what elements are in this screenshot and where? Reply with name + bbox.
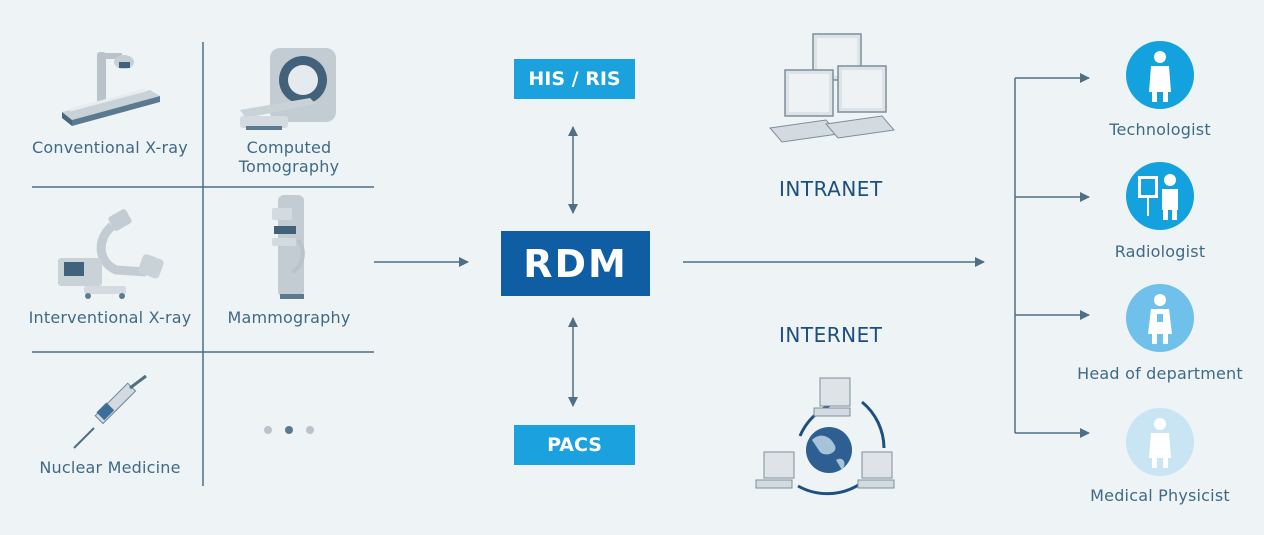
- interventional-xray-label: Interventional X-ray: [28, 308, 192, 327]
- head-of-department-label: Head of department: [1077, 364, 1243, 383]
- computed-tomography-icon: [240, 48, 336, 130]
- radiologist-icon: [1126, 162, 1194, 230]
- pacs-box: PACS: [514, 425, 635, 465]
- his-ris-box: HIS / RIS: [514, 59, 635, 99]
- user-branch-connectors: [1014, 73, 1090, 438]
- medical-physicist-label: Medical Physicist: [1090, 486, 1230, 505]
- conventional-xray-icon: [62, 52, 160, 126]
- interventional-xray-icon: [58, 209, 164, 299]
- computed-tomography-label-line1: Computed: [246, 138, 332, 157]
- medical-physicist-icon: [1126, 408, 1194, 476]
- conventional-xray-label: Conventional X-ray: [32, 138, 188, 157]
- rdm-box: RDM: [501, 231, 650, 296]
- technologist-icon: [1126, 41, 1194, 109]
- radiologist-label: Radiologist: [1114, 242, 1206, 261]
- head-of-department-icon: [1126, 284, 1194, 352]
- intranet-computers-icon: [769, 33, 895, 143]
- mammography-label: Mammography: [227, 308, 351, 327]
- intranet-label: INTRANET: [779, 177, 883, 201]
- internet-network-icon: [755, 377, 895, 496]
- more-modalities-dots: [264, 426, 314, 434]
- syringe-icon: [73, 374, 147, 449]
- modality-grid: [32, 42, 374, 486]
- technologist-label: Technologist: [1109, 120, 1211, 139]
- internet-label: INTERNET: [779, 323, 883, 347]
- nuclear-medicine-label: Nuclear Medicine: [39, 458, 181, 477]
- computed-tomography-label-line2: Tomography: [238, 157, 340, 176]
- mammography-icon: [272, 195, 305, 299]
